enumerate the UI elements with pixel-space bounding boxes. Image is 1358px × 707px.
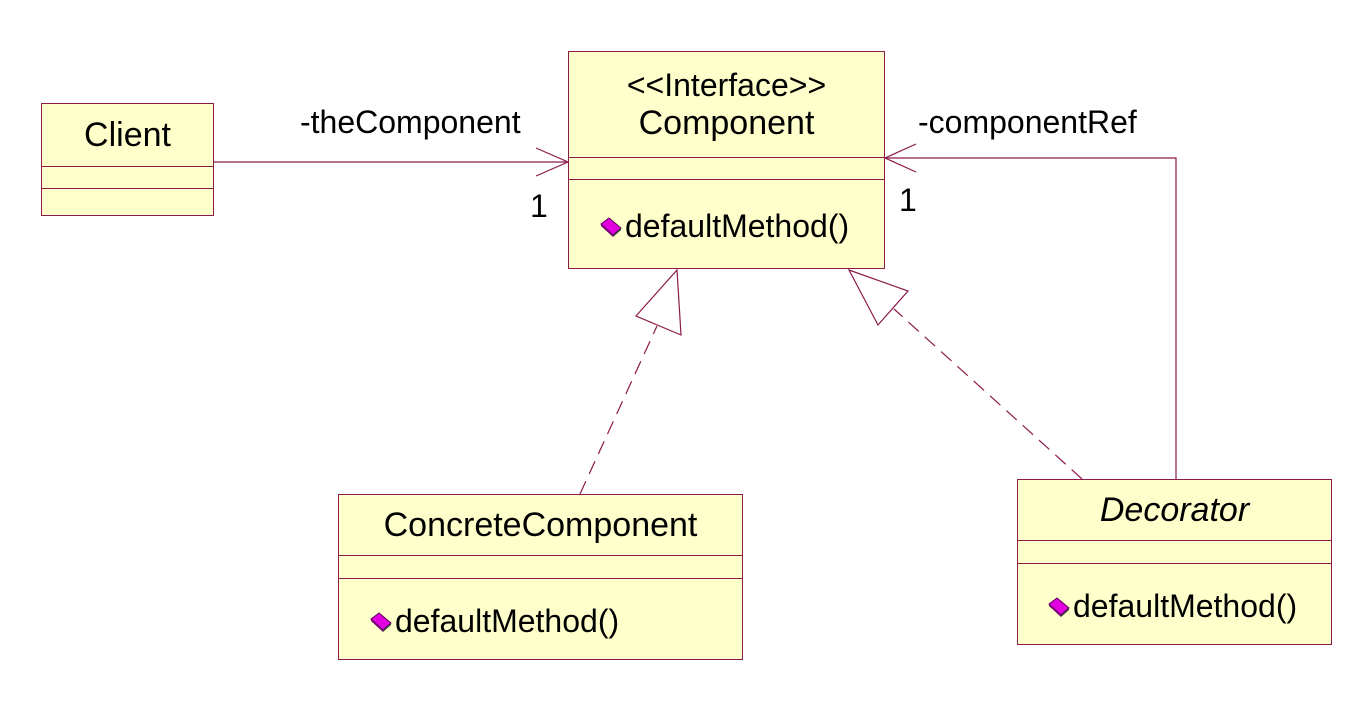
attributes-compartment	[569, 158, 884, 180]
class-header: Decorator	[1018, 480, 1331, 541]
class-concrete-component[interactable]: ConcreteComponent defaultMethod()	[338, 494, 743, 660]
class-name: ConcreteComponent	[383, 506, 698, 544]
association-decorator-component	[883, 143, 1177, 479]
public-operation-gem-icon	[370, 611, 392, 632]
operation-name: defaultMethod()	[1073, 588, 1298, 624]
operation-row[interactable]: defaultMethod()	[1047, 588, 1297, 625]
class-stereotype: <<Interface>>	[626, 66, 827, 103]
attributes-compartment	[1018, 541, 1331, 564]
class-client[interactable]: Client	[41, 103, 214, 216]
realization-decorator	[847, 268, 1083, 480]
realization-concrete-component	[579, 268, 682, 495]
multiplicity-label-client-component: 1	[530, 188, 548, 224]
class-decorator[interactable]: Decorator defaultMethod()	[1017, 479, 1332, 645]
association-client-component	[214, 147, 570, 177]
operation-row[interactable]: defaultMethod()	[369, 603, 619, 640]
class-name: Component	[638, 103, 815, 142]
operations-compartment: defaultMethod()	[339, 579, 742, 659]
operations-compartment: defaultMethod()	[569, 180, 884, 268]
multiplicity-label-decorator-component: 1	[899, 182, 917, 218]
public-operation-gem-icon	[600, 216, 622, 237]
attributes-compartment	[339, 556, 742, 579]
operation-name: defaultMethod()	[395, 603, 620, 639]
operations-compartment: defaultMethod()	[1018, 564, 1331, 644]
class-name: Decorator	[1099, 491, 1250, 529]
class-header: Client	[42, 104, 213, 167]
class-name: Client	[84, 116, 171, 154]
role-label-the-component: -theComponent	[300, 104, 521, 140]
attributes-compartment	[42, 167, 213, 189]
operation-name: defaultMethod()	[625, 208, 850, 244]
class-component[interactable]: <<Interface>> Component defaultMethod()	[568, 51, 885, 269]
public-operation-gem-icon	[1048, 596, 1070, 617]
class-header: <<Interface>> Component	[569, 52, 884, 158]
operations-compartment	[42, 189, 213, 215]
operation-row[interactable]: defaultMethod()	[599, 208, 849, 245]
class-header: ConcreteComponent	[339, 495, 742, 556]
role-label-component-ref: -componentRef	[918, 104, 1137, 140]
